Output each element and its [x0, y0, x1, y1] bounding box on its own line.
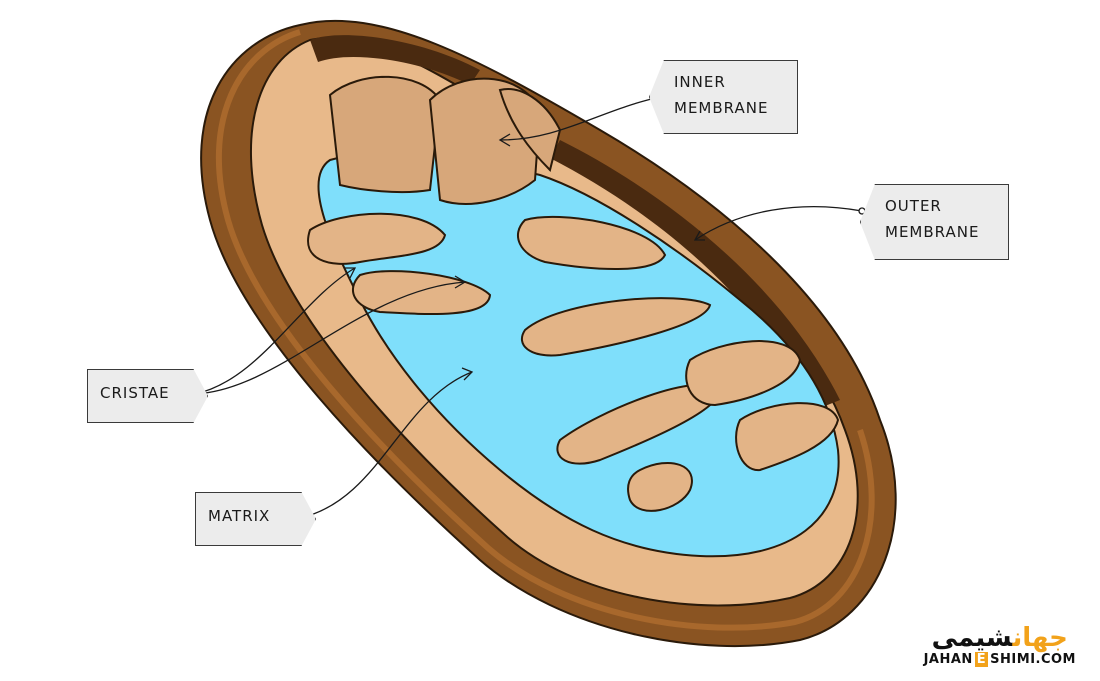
label-cristae-text: CRISTAE — [100, 384, 170, 402]
outer-shell-rim — [216, 29, 875, 631]
label-outer-membrane-line2: MEMBRANE — [885, 223, 980, 241]
brand-logo-fa: جهانشیمی — [924, 624, 1076, 652]
intermembrane-space — [310, 35, 480, 85]
cristae-folds — [307, 212, 840, 512]
leader-inner-membrane — [499, 96, 661, 141]
brand-site-after: SHIMI.COM — [990, 652, 1076, 667]
brand-site-letter: E — [974, 652, 989, 667]
label-outer-membrane-line1: OUTER — [885, 197, 942, 215]
label-inner-membrane: INNER MEMBRANE — [649, 60, 798, 134]
label-outer-membrane: OUTER MEMBRANE — [860, 184, 1009, 260]
leader-outer-membrane — [694, 206, 863, 241]
leader-cristae-1 — [194, 267, 356, 395]
label-matrix: MATRIX — [195, 492, 316, 546]
leader-lines — [194, 96, 863, 519]
leader-matrix — [299, 371, 473, 519]
brand-fa-part1: جهان — [1012, 623, 1068, 653]
leader-cristae-2 — [194, 281, 466, 395]
matrix-region — [317, 150, 840, 558]
label-cristae: CRISTAE — [87, 369, 208, 423]
cut-face-folds — [328, 75, 562, 205]
leader-arrowheads — [344, 133, 705, 381]
label-inner-membrane-line2: MEMBRANE — [674, 99, 769, 117]
brand-site-before: JAHAN — [923, 652, 973, 667]
label-inner-membrane-line1: INNER — [674, 73, 726, 91]
label-matrix-text: MATRIX — [208, 507, 271, 525]
brand-fa-part2: شیمی — [931, 623, 1013, 653]
